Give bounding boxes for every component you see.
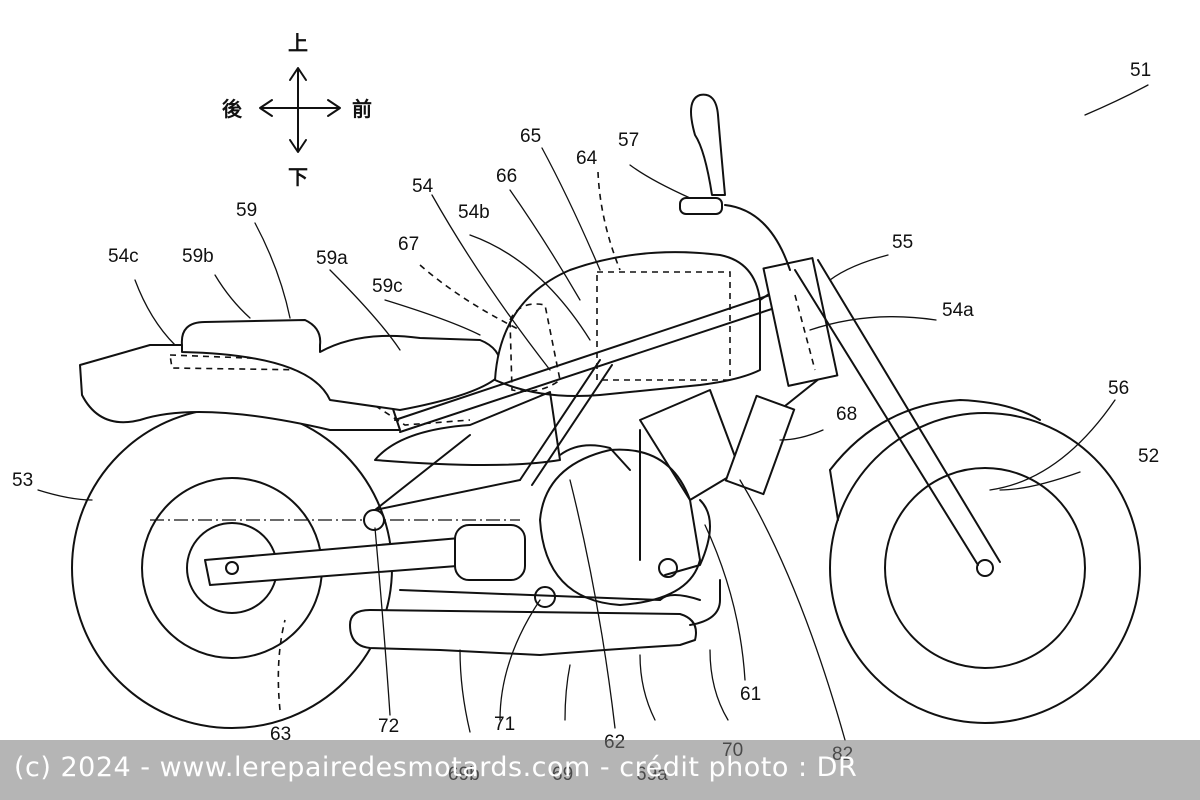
label-71: 71 [494, 714, 515, 735]
label-51: 51 [1130, 60, 1151, 81]
front-fork [679, 93, 1001, 577]
label-57: 57 [618, 130, 639, 151]
swingarm [204, 537, 471, 586]
exhaust-system [349, 579, 721, 656]
fuel-tank [494, 251, 761, 397]
direction-down-label: 下 [288, 165, 308, 189]
front-wheel [829, 399, 1141, 724]
watermark-credit: (c) 2024 - www.lerepairedesmotards.com -… [14, 752, 858, 783]
label-55: 55 [892, 232, 913, 253]
direction-indicator: 上 下 後 前 [222, 31, 372, 189]
frame [374, 257, 839, 511]
label-59c: 59c [372, 276, 403, 297]
label-52: 52 [1138, 446, 1159, 467]
engine [363, 389, 796, 608]
direction-rear-label: 後 [222, 97, 243, 121]
label-63: 63 [270, 724, 291, 745]
direction-up-label: 上 [288, 31, 308, 55]
reference-numerals: 51 52 53 54 54a 54b 54c 55 56 57 59 59a … [12, 60, 1159, 785]
label-61: 61 [740, 684, 761, 705]
label-54b: 54b [458, 202, 490, 223]
label-59b: 59b [182, 246, 214, 267]
watermark-bar: (c) 2024 - www.lerepairedesmotards.com -… [0, 740, 1200, 800]
label-72: 72 [378, 716, 399, 737]
label-59: 59 [236, 200, 257, 221]
label-53: 53 [12, 470, 33, 491]
label-54: 54 [412, 176, 434, 197]
label-67: 67 [398, 234, 419, 255]
label-56: 56 [1108, 378, 1129, 399]
label-54c: 54c [108, 246, 139, 267]
label-64: 64 [576, 148, 598, 169]
label-65: 65 [520, 126, 541, 147]
direction-front-label: 前 [352, 97, 372, 121]
label-54a: 54a [942, 300, 974, 321]
label-66: 66 [496, 166, 517, 187]
seat [180, 319, 502, 411]
label-59a: 59a [316, 248, 348, 269]
leader-lines [37, 84, 1149, 741]
label-68: 68 [836, 404, 857, 425]
